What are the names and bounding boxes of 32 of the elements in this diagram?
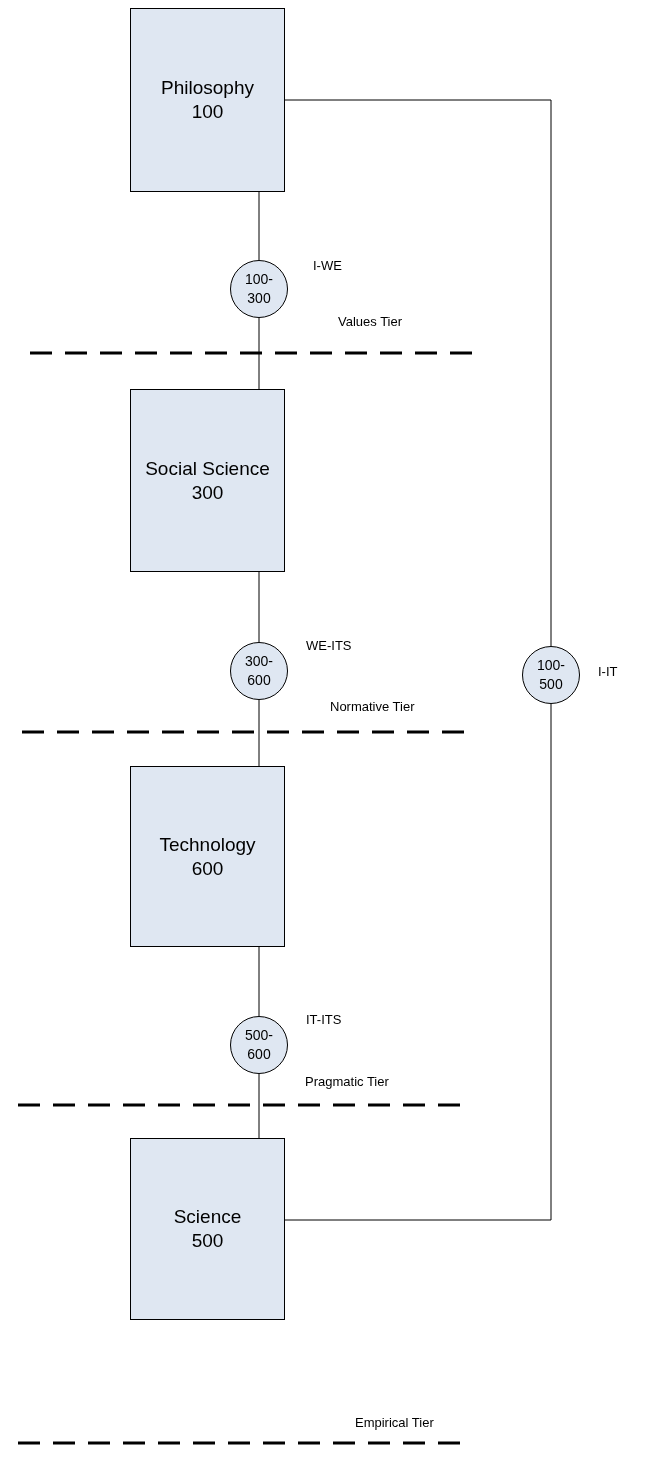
circle-label: 300-600 (244, 652, 274, 690)
connector-line (258, 699, 260, 767)
box-number: 100 (191, 100, 224, 124)
box-number: 300 (191, 480, 224, 505)
relation-label: IT-ITS (306, 1012, 342, 1027)
tier-label: Values Tier (338, 314, 403, 329)
process-box (130, 389, 285, 572)
relation-label: I-WE (313, 258, 342, 273)
tier-label: Normative Tier (330, 699, 415, 714)
connector-line (258, 1073, 260, 1139)
relation-label: WE-ITS (306, 638, 352, 653)
box-title: Philosophy (161, 76, 254, 100)
box-title: Social Science (145, 456, 270, 481)
tier-label: Pragmatic Tier (305, 1074, 389, 1089)
connector-line (258, 571, 260, 643)
circle-label: 500-600 (244, 1026, 274, 1064)
circle-label: 100-300 (244, 270, 274, 308)
relation-label: I-IT (598, 664, 618, 679)
box-title: Science (173, 1205, 242, 1229)
box-title: Technology (159, 832, 256, 857)
connector-line (258, 191, 260, 261)
box-number: 500 (191, 1229, 224, 1253)
connector-line (258, 317, 260, 390)
connector-line (284, 99, 552, 647)
connector-line (284, 703, 552, 1221)
tier-label: Empirical Tier (355, 1415, 434, 1430)
circle-label: 100-500 (536, 656, 566, 694)
box-number: 600 (191, 856, 224, 881)
process-box (130, 8, 285, 192)
process-box (130, 1138, 285, 1320)
process-box (130, 766, 285, 947)
connector-line (258, 946, 260, 1017)
